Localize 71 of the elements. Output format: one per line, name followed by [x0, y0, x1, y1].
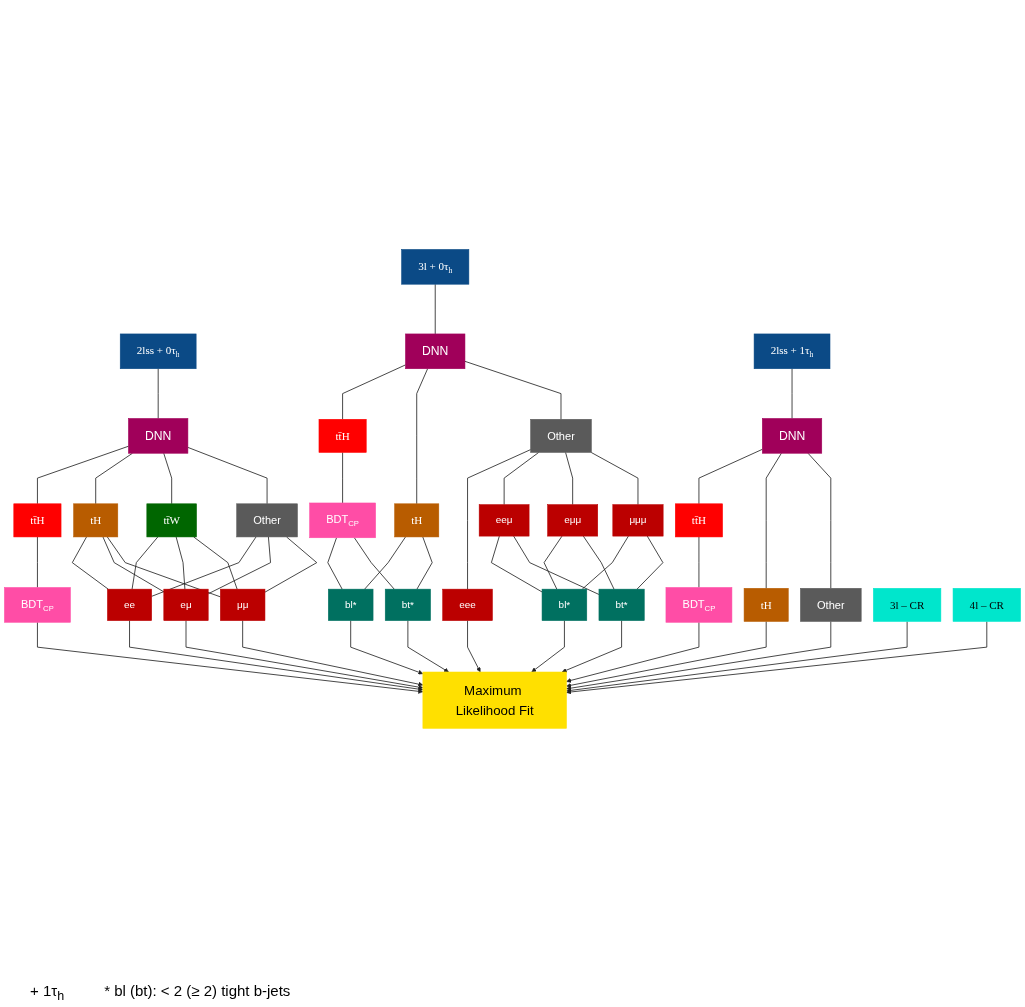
note-text: + 1τ$_{h}$	[30, 982, 65, 1003]
node-box: bt*	[598, 588, 645, 621]
node-box: μμμ	[612, 504, 664, 537]
connector	[416, 536, 433, 590]
node-box: bl*	[541, 588, 588, 621]
connector	[807, 452, 832, 589]
connector	[582, 535, 615, 590]
node-box: 2lss + 1τ$_{h}$	[753, 333, 831, 370]
node-box: tH	[743, 588, 789, 622]
node-box: eμμ	[547, 504, 598, 537]
connector	[353, 537, 395, 590]
node-box: tt̄H	[318, 419, 367, 453]
connector	[207, 536, 271, 595]
node-box: tH	[73, 503, 119, 538]
connector	[543, 535, 563, 590]
node-box: bt*	[384, 588, 431, 621]
connector	[264, 536, 318, 593]
connector	[434, 283, 436, 335]
connector	[95, 452, 133, 505]
node-box: eeμ	[478, 504, 530, 537]
node-box: BDT$_{CP}$	[4, 587, 71, 623]
node-box: 3l + 0τ$_{h}$	[401, 249, 470, 285]
node-box: Other	[800, 588, 862, 622]
connector	[581, 535, 629, 590]
node-box: ee	[107, 588, 152, 621]
connector	[102, 536, 165, 593]
connector	[342, 452, 343, 504]
connector	[464, 361, 562, 420]
connector	[765, 452, 782, 589]
connector	[590, 452, 639, 506]
connector	[37, 536, 38, 588]
connector	[187, 447, 268, 505]
connector	[342, 364, 406, 420]
connector	[163, 452, 173, 505]
connector	[175, 536, 186, 590]
note-text: * bl (bt): < 2 (≥ 2) tight b-jets	[104, 982, 291, 1001]
node-box: bl*	[328, 588, 374, 621]
node-box: tt̄H	[13, 503, 62, 538]
node-box: Maximum Likelihood Fit	[422, 671, 567, 729]
connector	[106, 536, 221, 598]
node-box: DNN	[762, 418, 823, 454]
node-box: DNN	[405, 333, 466, 370]
connector	[416, 368, 429, 505]
node-box: BDT$_{CP}$	[309, 502, 376, 539]
connector	[71, 536, 109, 590]
node-box: eee	[442, 588, 493, 621]
connector	[467, 449, 531, 590]
connector	[193, 536, 238, 590]
node-box: eμ	[163, 588, 209, 621]
connector	[636, 535, 664, 590]
node-box: tt̄W	[146, 503, 197, 538]
node-box: 4l – CR	[952, 588, 1021, 622]
node-box: tt̄H	[675, 503, 723, 538]
connector	[364, 536, 406, 590]
node-box: μμ	[220, 588, 266, 621]
node-box: Other	[236, 503, 298, 538]
node-box: 2lss + 0τ$_{h}$	[119, 333, 197, 370]
connector	[565, 452, 574, 506]
connector	[698, 449, 763, 505]
node-box: 3l – CR	[873, 588, 942, 622]
connector	[513, 535, 600, 595]
connector	[503, 452, 540, 506]
node-box: tH	[394, 503, 440, 538]
node-box: BDT$_{CP}$	[665, 587, 733, 623]
connector	[490, 535, 543, 593]
connector	[151, 536, 257, 597]
connector	[131, 536, 159, 590]
connector	[327, 537, 343, 590]
node-box: Other	[530, 419, 592, 453]
node-box: DNN	[128, 418, 189, 454]
connector	[37, 445, 129, 505]
